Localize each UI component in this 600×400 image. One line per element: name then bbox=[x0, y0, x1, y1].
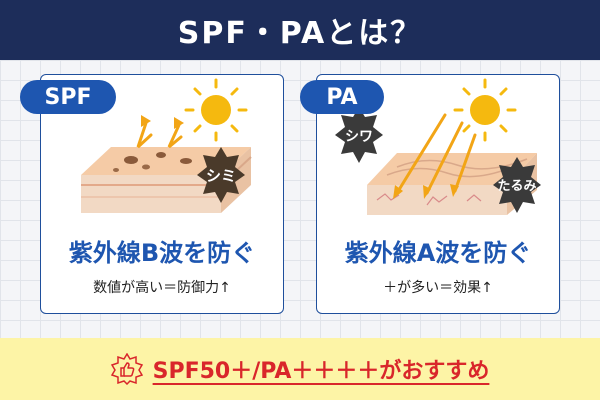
page-title-text: SPF・PAとは？ bbox=[177, 16, 423, 51]
thumbs-up-icon bbox=[110, 353, 143, 385]
spf-label-pill: SPF bbox=[20, 80, 116, 114]
sagging-badge-icon bbox=[493, 157, 541, 213]
spf-headline: 紫外線B波を防ぐ bbox=[68, 239, 256, 267]
wrinkle-badge-label: シワ bbox=[345, 129, 373, 145]
uv-ray-icon bbox=[395, 113, 477, 195]
pa-card: シワ たるみ 紫外線A波を防ぐ ＋が多い＝効果↑ bbox=[316, 74, 560, 314]
spf-card: シミ 紫外線B波を防ぐ 数値が高い＝防御力↑ bbox=[40, 74, 284, 314]
pa-illustration: シワ たるみ bbox=[335, 78, 541, 215]
pa-note: ＋が多い＝効果↑ bbox=[383, 280, 493, 296]
sun-icon bbox=[453, 78, 517, 142]
pa-label: PA bbox=[326, 84, 358, 110]
pa-headline: 紫外線A波を防ぐ bbox=[344, 239, 532, 267]
spf-illustration: シミ bbox=[81, 78, 252, 213]
spot-badge-label: シミ bbox=[206, 167, 236, 185]
sagging-badge-label: たるみ bbox=[497, 179, 536, 194]
spf-label: SPF bbox=[44, 84, 92, 110]
wrinkle-badge-icon bbox=[335, 107, 383, 163]
spf-note: 数値が高い＝防御力↑ bbox=[93, 280, 231, 296]
recommendation-banner: SPF50＋/PA＋＋＋＋がおすすめ bbox=[0, 338, 600, 400]
sun-icon bbox=[184, 78, 248, 142]
pa-label-pill: PA bbox=[300, 80, 384, 114]
page-title: SPF・PAとは？ bbox=[0, 0, 600, 60]
spot-badge-icon bbox=[197, 147, 245, 203]
recommendation-text: SPF50＋/PA＋＋＋＋がおすすめ bbox=[152, 359, 490, 384]
uv-arrow-icon bbox=[136, 121, 183, 149]
